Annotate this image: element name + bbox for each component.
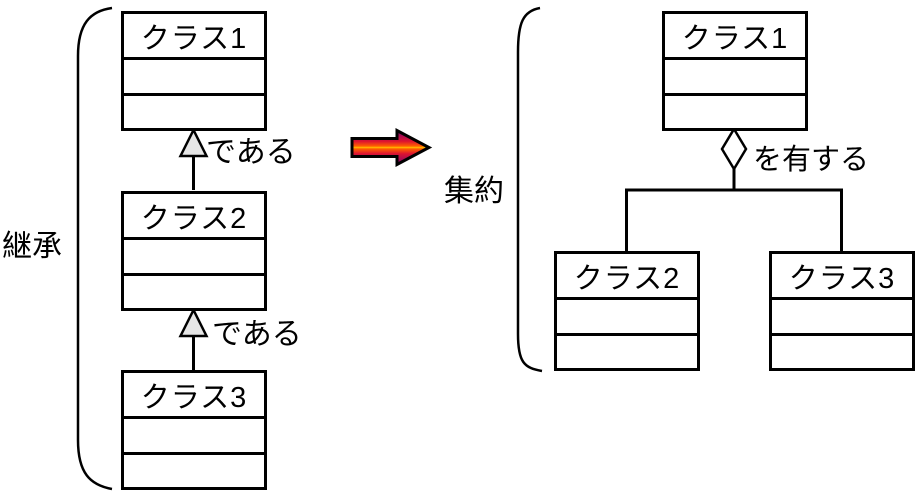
class-box-aggregation-child-1: クラス2: [554, 251, 700, 371]
left-bracket: [76, 6, 113, 491]
class-box-inheritance-1: クラス1: [121, 11, 267, 131]
operation-compartment: [124, 276, 264, 309]
inheritance-triangle-icon-1: [178, 127, 209, 158]
inheritance-triangle-icon-2: [178, 307, 209, 338]
aggregation-section-label: 集約: [444, 175, 504, 208]
has-a-label: を有する: [753, 144, 870, 176]
class-name: クラス1: [124, 14, 264, 60]
operation-compartment: [665, 96, 805, 129]
class-box-aggregation-child-2: クラス3: [769, 251, 915, 371]
right-bracket: [516, 6, 543, 373]
attribute-compartment: [665, 60, 805, 96]
class-box-inheritance-3: クラス3: [121, 370, 267, 490]
attribute-compartment: [124, 419, 264, 455]
class-name: クラス3: [124, 373, 264, 419]
aggregation-diamond-icon: [720, 126, 748, 172]
attribute-compartment: [124, 60, 264, 96]
operation-compartment: [124, 455, 264, 488]
is-a-label-1: である: [206, 136, 296, 169]
class-name: クラス3: [772, 254, 912, 300]
class-name: クラス2: [557, 254, 697, 300]
is-a-label-2: である: [212, 318, 302, 351]
operation-compartment: [124, 96, 264, 129]
transform-arrow-icon: [350, 128, 433, 167]
class-name: クラス2: [124, 194, 264, 240]
operation-compartment: [557, 336, 697, 369]
class-box-inheritance-2: クラス2: [121, 191, 267, 311]
operation-compartment: [772, 336, 912, 369]
class-name: クラス1: [665, 14, 805, 60]
attribute-compartment: [772, 300, 912, 336]
attribute-compartment: [124, 240, 264, 276]
class-box-aggregation-parent: クラス1: [662, 11, 808, 131]
aggregation-connector: [625, 188, 843, 251]
attribute-compartment: [557, 300, 697, 336]
inheritance-section-label: 継承: [2, 230, 62, 263]
